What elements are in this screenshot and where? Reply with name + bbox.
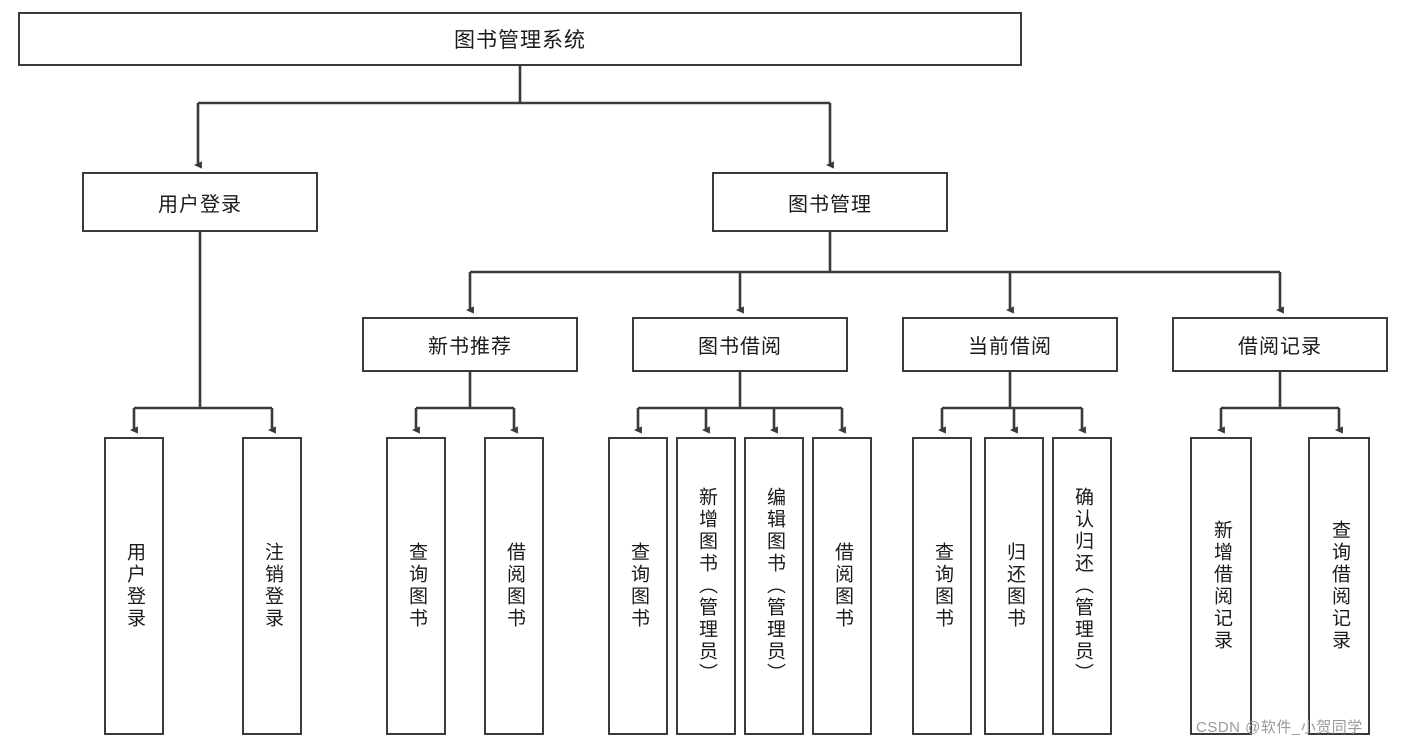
node-new-book-recommend-label: 新书推荐 xyxy=(428,336,512,358)
node-leaf-logout-label: 注销登录 xyxy=(261,542,283,630)
node-current-borrow-label: 当前借阅 xyxy=(968,336,1052,358)
node-leaf-query-book-3-label: 查询图书 xyxy=(931,542,953,630)
node-leaf-logout[interactable]: 注销登录 xyxy=(242,437,302,735)
node-leaf-query-book-3[interactable]: 查询图书 xyxy=(912,437,972,735)
node-leaf-edit-book-label: 编辑图书（管理员） xyxy=(763,487,785,685)
node-leaf-add-record[interactable]: 新增借阅记录 xyxy=(1190,437,1252,735)
node-borrow-record[interactable]: 借阅记录 xyxy=(1172,317,1388,372)
node-leaf-query-book-1[interactable]: 查询图书 xyxy=(386,437,446,735)
node-current-borrow[interactable]: 当前借阅 xyxy=(902,317,1118,372)
node-leaf-add-book[interactable]: 新增图书（管理员） xyxy=(676,437,736,735)
node-new-book-recommend[interactable]: 新书推荐 xyxy=(362,317,578,372)
node-user-login[interactable]: 用户登录 xyxy=(82,172,318,232)
csdn-watermark: CSDN @软件_小贺同学 xyxy=(1196,719,1363,736)
node-leaf-user-login-label: 用户登录 xyxy=(123,542,145,630)
node-leaf-edit-book[interactable]: 编辑图书（管理员） xyxy=(744,437,804,735)
node-borrow-record-label: 借阅记录 xyxy=(1238,336,1322,358)
node-leaf-confirm-return[interactable]: 确认归还（管理员） xyxy=(1052,437,1112,735)
node-leaf-borrow-book-2[interactable]: 借阅图书 xyxy=(812,437,872,735)
node-leaf-confirm-return-label: 确认归还（管理员） xyxy=(1071,487,1093,685)
node-book-manage-label: 图书管理 xyxy=(788,193,872,216)
node-leaf-query-book-2[interactable]: 查询图书 xyxy=(608,437,668,735)
node-book-manage[interactable]: 图书管理 xyxy=(712,172,948,232)
node-leaf-query-record-label: 查询借阅记录 xyxy=(1328,520,1350,652)
node-leaf-query-record[interactable]: 查询借阅记录 xyxy=(1308,437,1370,735)
node-leaf-borrow-book-1[interactable]: 借阅图书 xyxy=(484,437,544,735)
node-leaf-add-book-label: 新增图书（管理员） xyxy=(695,487,717,685)
node-leaf-borrow-book-2-label: 借阅图书 xyxy=(831,542,853,630)
node-root[interactable]: 图书管理系统 xyxy=(18,12,1022,66)
node-leaf-add-record-label: 新增借阅记录 xyxy=(1210,520,1232,652)
node-leaf-borrow-book-1-label: 借阅图书 xyxy=(503,542,525,630)
node-leaf-return-book-label: 归还图书 xyxy=(1003,542,1025,630)
node-leaf-user-login[interactable]: 用户登录 xyxy=(104,437,164,735)
node-leaf-query-book-2-label: 查询图书 xyxy=(627,542,649,630)
node-root-label: 图书管理系统 xyxy=(454,29,586,52)
node-leaf-query-book-1-label: 查询图书 xyxy=(405,542,427,630)
node-user-login-label: 用户登录 xyxy=(158,193,242,216)
node-leaf-return-book[interactable]: 归还图书 xyxy=(984,437,1044,735)
node-book-borrow-label: 图书借阅 xyxy=(698,336,782,358)
node-book-borrow[interactable]: 图书借阅 xyxy=(632,317,848,372)
